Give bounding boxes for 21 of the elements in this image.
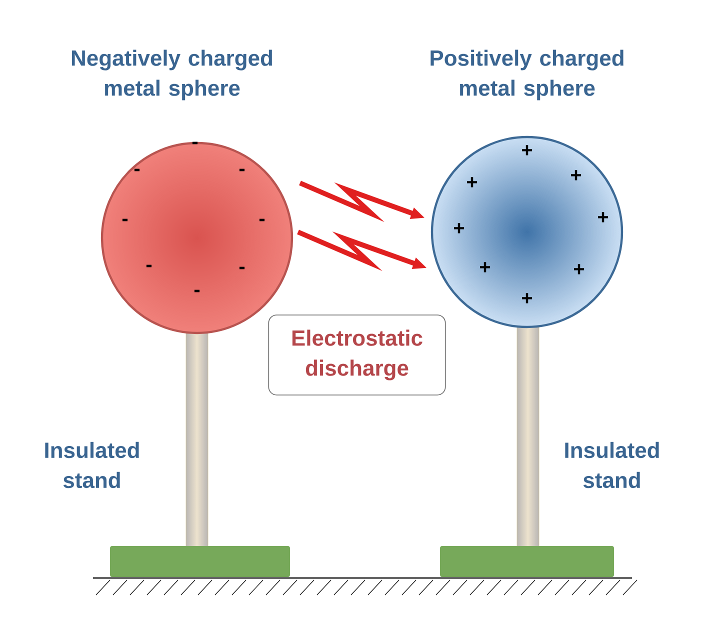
- sphere-heading: Positively charged metal sphere: [430, 50, 624, 100]
- charge-sign: -: [192, 142, 198, 144]
- charge-sign: -: [259, 218, 265, 222]
- charge-sign: +: [574, 264, 584, 274]
- charge-sign: -: [239, 266, 245, 270]
- stand-label: Insulated stand: [565, 442, 659, 488]
- charge-sign: -: [134, 168, 140, 172]
- charge-sign: -: [122, 218, 128, 222]
- charge-sign: -: [239, 168, 245, 172]
- charge-sign: +: [522, 145, 532, 156]
- charge-sign: +: [467, 177, 478, 188]
- charge-sign: -: [146, 264, 152, 268]
- charge-sign: +: [522, 293, 532, 304]
- charge-sign: +: [454, 223, 464, 234]
- charge-sign: +: [480, 262, 490, 272]
- label-box: Electrostatic discharge: [268, 314, 446, 396]
- charge-sign: +: [571, 170, 582, 180]
- charge-sign: +: [598, 212, 608, 222]
- charge-sign: -: [194, 290, 200, 292]
- stand-label: Insulated stand: [45, 442, 139, 488]
- sphere-heading: Negatively charged metal sphere: [72, 50, 272, 100]
